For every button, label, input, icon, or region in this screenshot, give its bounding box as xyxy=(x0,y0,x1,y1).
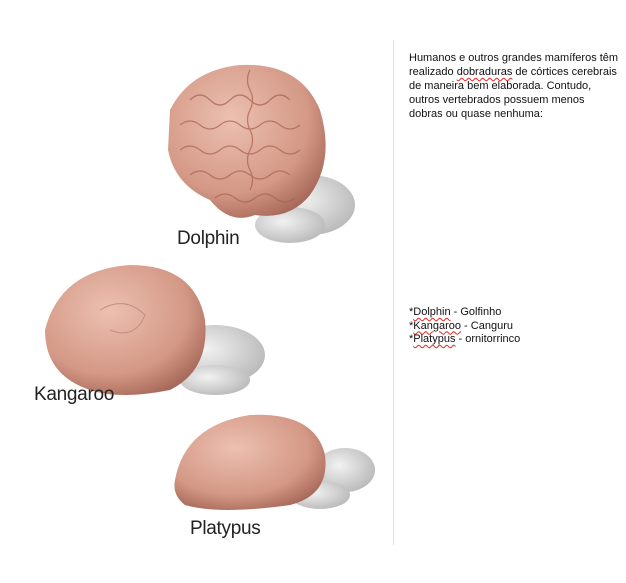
glossary-term[interactable]: Platypus xyxy=(413,333,456,345)
glossary-translation: - Golfinho xyxy=(450,306,502,318)
kangaroo-brain-image xyxy=(45,265,265,395)
glossary-item: *Dolphin - Golfinho xyxy=(409,306,520,320)
kangaroo-label: Kangaroo xyxy=(34,384,115,405)
glossary-translation: - ornitorrinco xyxy=(455,333,521,345)
glossary-term[interactable]: Dolphin xyxy=(413,306,451,318)
glossary-item: *Platypus - ornitorrinco xyxy=(409,333,520,347)
platypus-label: Platypus xyxy=(190,518,261,539)
asterisk: * xyxy=(409,306,414,318)
glossary-list[interactable]: *Dolphin - Golfinho *Kangaroo - Canguru … xyxy=(409,306,520,347)
platypus-brain-image xyxy=(174,414,375,510)
dolphin-brain-image xyxy=(168,64,355,243)
asterisk: * xyxy=(409,319,414,332)
misspelled-word[interactable]: dobraduras xyxy=(456,66,513,78)
dolphin-label: Dolphin xyxy=(177,228,240,249)
column-divider xyxy=(393,40,394,545)
glossary-translation: - Canguru xyxy=(461,319,513,332)
asterisk: * xyxy=(409,333,414,345)
glossary-term[interactable]: Kangaroo xyxy=(413,319,461,332)
paragraph-text: de córtices cerebrais de maneira bem ela… xyxy=(409,66,617,120)
intro-paragraph[interactable]: Humanos e outros grandes mamíferos têm r… xyxy=(409,51,619,121)
glossary-item: *Kangaroo - Canguru xyxy=(409,320,520,334)
paragraph-text: Humanos e outros grandes mamíferos têm r… xyxy=(409,52,619,78)
